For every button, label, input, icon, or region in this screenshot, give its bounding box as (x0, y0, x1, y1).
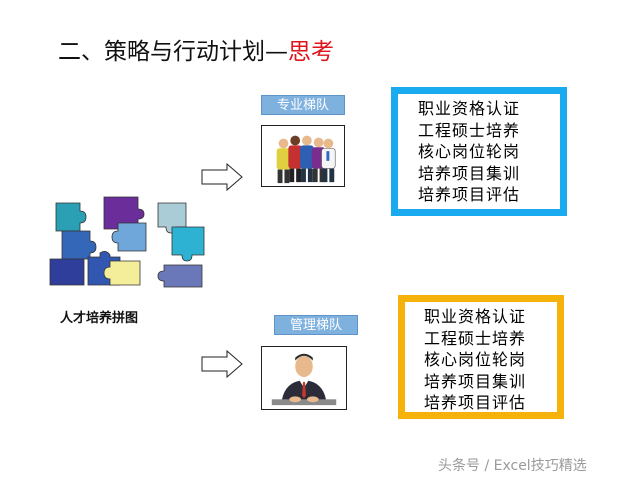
puzzle-caption: 人才培养拼图 (60, 311, 139, 326)
list-item: 职业资格认证 (424, 307, 527, 326)
list-item: 职业资格认证 (418, 99, 521, 118)
skill-list-management: 职业资格认证 工程硕士培养 核心岗位轮岗 培养项目集训 培养项目评估 (398, 295, 564, 419)
manager-at-desk-icon (261, 346, 347, 410)
page-title: 二、策略与行动计划—思考 (58, 32, 334, 66)
title-main: 二、策略与行动计划— (58, 39, 288, 65)
list-item: 工程硕士培养 (418, 120, 521, 140)
list-item: 核心岗位轮岗 (424, 350, 527, 369)
list-item: 培养项目评估 (418, 185, 521, 204)
list-item: 工程硕士培养 (424, 328, 527, 348)
list-item: 培养项目评估 (424, 393, 527, 412)
skill-list-professional: 职业资格认证 工程硕士培养 核心岗位轮岗 培养项目集训 培养项目评估 (391, 87, 567, 216)
puzzle-pieces-icon (44, 193, 220, 293)
team-label-professional: 专业梯队 (261, 95, 345, 115)
watermark: 头条号 / Excel技巧精选 (438, 458, 587, 474)
right-arrow-icon (201, 162, 243, 192)
team-label-management: 管理梯队 (274, 315, 358, 335)
list-item: 培养项目集训 (424, 371, 527, 391)
title-accent: 思考 (288, 39, 334, 65)
group-of-people-icon (261, 125, 345, 187)
list-item: 核心岗位轮岗 (418, 142, 521, 161)
right-arrow-icon (201, 349, 243, 379)
list-item: 培养项目集训 (418, 163, 521, 183)
